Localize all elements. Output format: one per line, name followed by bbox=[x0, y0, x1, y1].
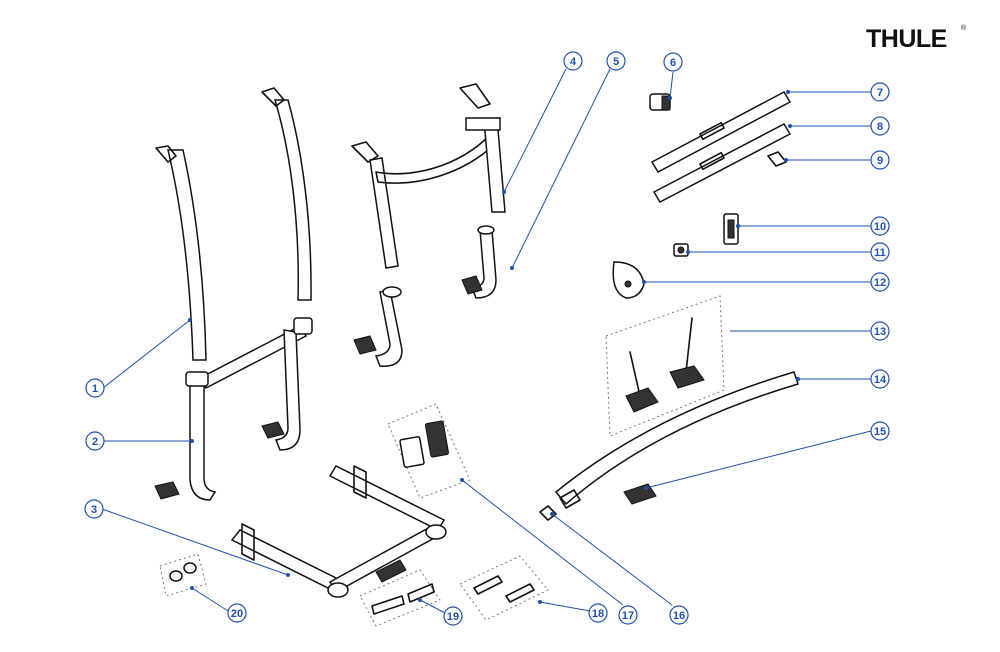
callout-4: 4 bbox=[563, 51, 583, 71]
part-19-brackets bbox=[359, 569, 441, 627]
callout-label: 13 bbox=[874, 326, 886, 338]
brand-logo: THULE ® SWEDEN bbox=[866, 24, 967, 53]
callout-label: 20 bbox=[231, 608, 243, 620]
callout-2: 2 bbox=[85, 431, 105, 451]
callout-label: 9 bbox=[877, 155, 883, 167]
registered-mark: ® bbox=[961, 24, 967, 32]
callout-17: 17 bbox=[618, 605, 638, 625]
part-14-wheel-rail bbox=[554, 371, 799, 509]
callout-label: 15 bbox=[874, 426, 886, 438]
part-7-strap bbox=[650, 91, 792, 173]
callout-18: 18 bbox=[588, 603, 608, 623]
part-8-strap bbox=[652, 123, 792, 203]
callout-label: 8 bbox=[877, 121, 883, 133]
callout-10: 10 bbox=[870, 216, 890, 236]
callout-label: 10 bbox=[874, 221, 886, 233]
part-17-pads bbox=[387, 403, 471, 499]
part-1-upright-tube bbox=[155, 145, 207, 361]
part-11-knob bbox=[673, 243, 689, 257]
part-20-caps bbox=[159, 553, 207, 597]
callout-label: 3 bbox=[91, 504, 97, 516]
part-3-base-frame bbox=[230, 465, 447, 598]
callout-15: 15 bbox=[870, 421, 890, 441]
callout-12: 12 bbox=[870, 272, 890, 292]
callout-label: 6 bbox=[670, 57, 676, 69]
callout-label: 18 bbox=[592, 608, 604, 620]
callout-3: 3 bbox=[84, 499, 104, 519]
part-2-lower-frame bbox=[154, 317, 313, 501]
callout-11: 11 bbox=[870, 242, 890, 262]
callout-label: 4 bbox=[570, 56, 577, 68]
callout-label: 19 bbox=[447, 611, 459, 623]
part-15-end-cap bbox=[623, 483, 657, 505]
part-5-j-hook bbox=[461, 225, 497, 299]
callout-16: 16 bbox=[669, 605, 689, 625]
callout-1: 1 bbox=[85, 378, 105, 398]
callout-label: 12 bbox=[874, 277, 886, 289]
callout-label: 1 bbox=[92, 383, 98, 395]
part-18-foot-pieces bbox=[459, 555, 549, 621]
part-4-upper-u-frame bbox=[351, 83, 506, 269]
callout-19: 19 bbox=[443, 606, 463, 626]
callout-label: 14 bbox=[874, 374, 887, 386]
part-9-hook bbox=[767, 151, 787, 167]
callout-9: 9 bbox=[870, 150, 890, 170]
callout-label: 17 bbox=[622, 610, 634, 622]
part-12-disc bbox=[612, 261, 645, 299]
callout-label: 7 bbox=[877, 87, 883, 99]
upright-tube-left-2 bbox=[261, 87, 312, 301]
callout-14: 14 bbox=[870, 369, 890, 389]
part-13-wheel-holders bbox=[605, 295, 725, 437]
callout-label: 2 bbox=[92, 436, 98, 448]
brand-sub: SWEDEN bbox=[936, 41, 954, 46]
callout-20: 20 bbox=[227, 603, 247, 623]
part-6-clip bbox=[649, 93, 671, 111]
callout-8: 8 bbox=[870, 116, 890, 136]
callout-label: 11 bbox=[874, 247, 886, 259]
leader-dots bbox=[188, 90, 800, 604]
part-16-small-clip bbox=[539, 505, 557, 521]
leader-lines bbox=[101, 68, 872, 614]
callout-6: 6 bbox=[663, 52, 683, 72]
callout-13: 13 bbox=[870, 321, 890, 341]
part-10-buckle bbox=[723, 213, 739, 245]
callout-label: 16 bbox=[673, 610, 685, 622]
callout-5: 5 bbox=[606, 51, 626, 71]
callout-label: 5 bbox=[613, 56, 619, 68]
j-hook-left bbox=[353, 286, 403, 367]
callout-7: 7 bbox=[870, 82, 890, 102]
brand-name: THULE bbox=[866, 25, 947, 53]
